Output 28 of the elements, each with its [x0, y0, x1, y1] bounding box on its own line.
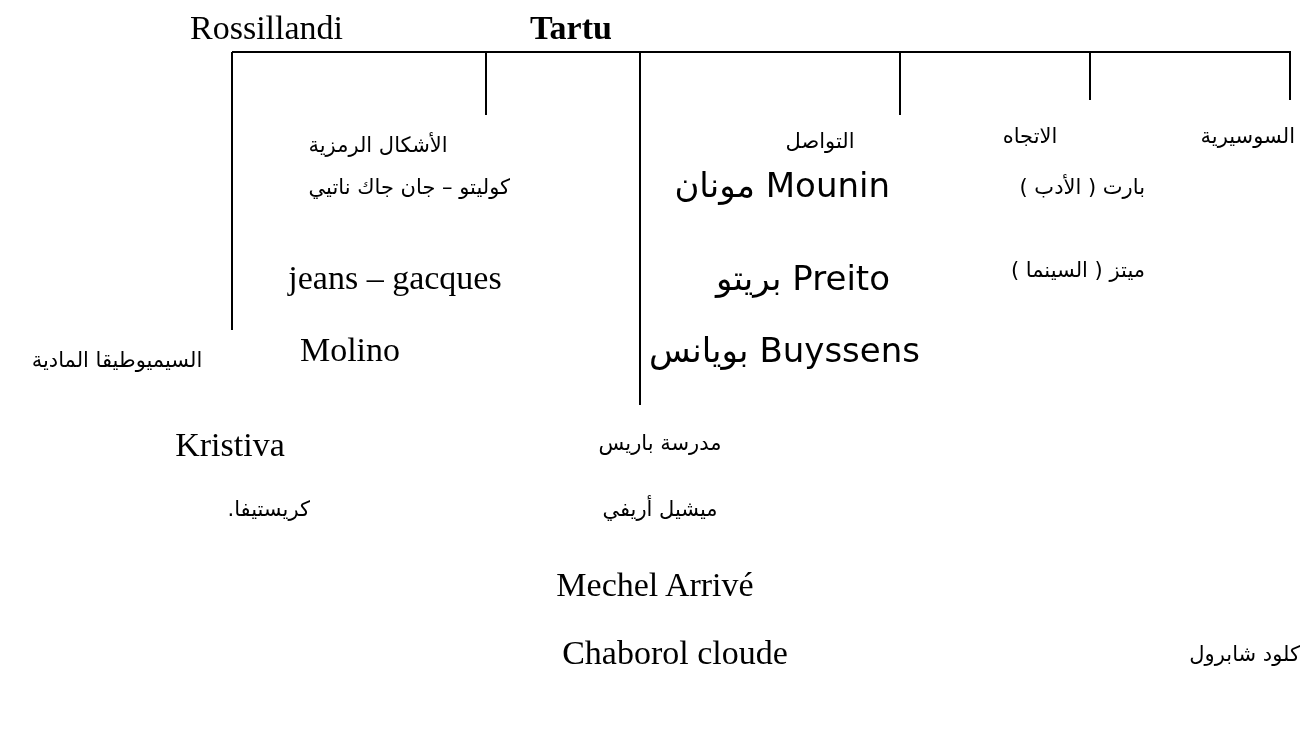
- branch-label: الأشكال الرمزية: [308, 131, 448, 159]
- author-name: ميتز ( السينما ): [1009, 258, 1145, 284]
- author-name: jeans – gacques: [286, 258, 503, 298]
- connector-line: [1089, 51, 1091, 101]
- branch-label: السوسيرية: [1200, 122, 1295, 150]
- author-name: Rossillandi: [190, 8, 345, 48]
- branch-label: التواصل: [785, 127, 855, 155]
- author-name: Mounin مونان: [673, 165, 890, 206]
- connector-line: [231, 51, 233, 331]
- school-name: Tartu: [530, 8, 613, 48]
- author-name: Mechel Arrivé: [555, 565, 755, 605]
- connector-line: [899, 51, 901, 116]
- connector-line: [639, 51, 641, 406]
- author-name: كلود شابرول: [1188, 642, 1300, 668]
- branch-label: مدرسة باريس: [598, 429, 722, 457]
- author-name: Buyssens بويانس: [650, 330, 920, 371]
- branch-label: الاتجاه: [1002, 122, 1058, 150]
- author-name: كوليتو – جان جاك ناتيي: [307, 175, 510, 201]
- author-name: بارت ( الأدب ): [1018, 175, 1145, 201]
- connector-line: [485, 51, 487, 116]
- author-name: كريستيفا.: [226, 497, 310, 523]
- author-name: Molino: [298, 330, 402, 370]
- author-name: ميشيل أريفي: [601, 497, 719, 523]
- author-name: Preito بريتو: [713, 258, 890, 299]
- author-name: Chaborol cloude: [561, 633, 789, 673]
- author-name: Kristiva: [174, 425, 286, 465]
- branch-label: السيميوطيقا المادية: [31, 346, 203, 374]
- connector-line: [1289, 51, 1291, 101]
